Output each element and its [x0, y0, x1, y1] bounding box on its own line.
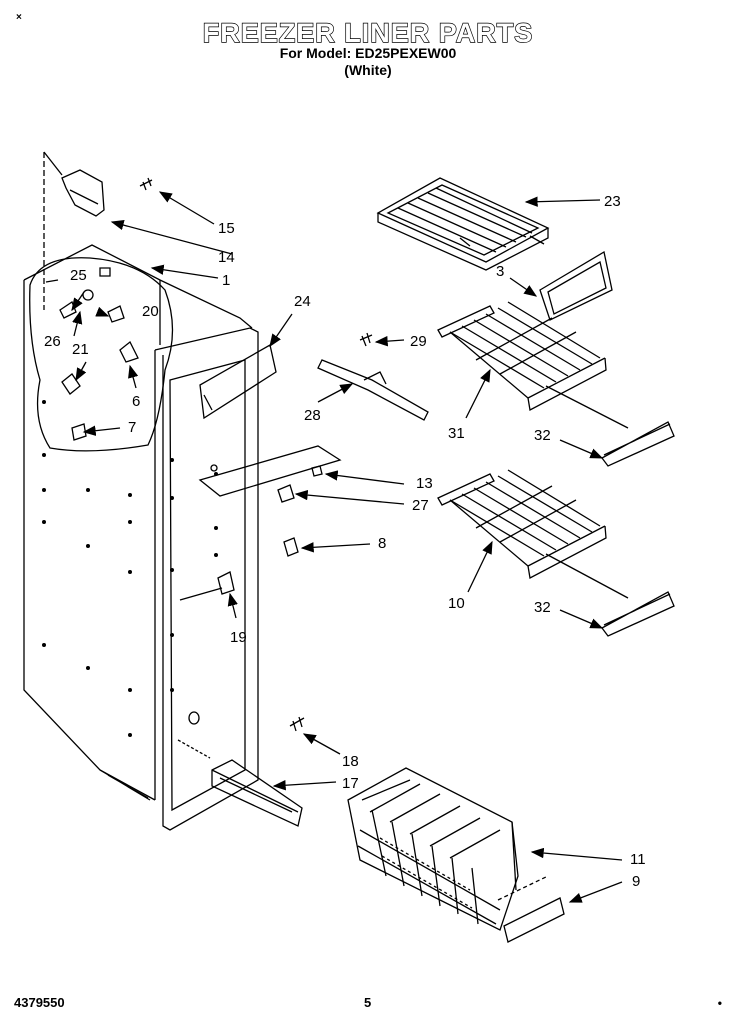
leader-lines — [71, 191, 623, 903]
callout-11: 11 — [630, 851, 646, 868]
shelf-10 — [437, 469, 607, 579]
callout-32b: 32 — [534, 599, 551, 616]
callout-29: 29 — [410, 333, 427, 350]
callout-25: 25 — [70, 267, 87, 284]
callout-8: 8 — [378, 535, 386, 552]
page-number: 5 — [364, 995, 372, 1010]
bracket-14 — [61, 169, 105, 217]
color-line: (White) — [344, 62, 392, 78]
callout-6: 6 — [132, 393, 140, 410]
callout-28: 28 — [304, 407, 321, 424]
cover-3 — [539, 250, 613, 321]
control-area — [29, 257, 174, 452]
shelf-31 — [437, 301, 607, 411]
rail-32b — [601, 591, 675, 637]
basket-11 — [347, 767, 519, 931]
callout-21: 21 — [72, 341, 89, 358]
callout-31: 31 — [448, 425, 465, 442]
clip-19 — [217, 571, 235, 595]
screw-29 — [359, 332, 373, 347]
callout-14: 14 — [218, 249, 235, 266]
bracket-28 — [317, 359, 429, 421]
front-9 — [503, 897, 565, 943]
screw-18 — [289, 716, 305, 732]
callout-15: 15 — [218, 220, 235, 237]
callout-20: 20 — [142, 303, 159, 320]
callout-7: 7 — [128, 419, 136, 436]
doc-number: 4379550 — [14, 995, 65, 1010]
callout-9: 9 — [632, 873, 640, 890]
cover-17 — [211, 759, 303, 827]
corner-mark: × — [16, 12, 22, 23]
tray-23 — [376, 177, 550, 271]
callout-24: 24 — [294, 293, 311, 310]
callout-32a: 32 — [534, 427, 551, 444]
page-title: FREEZER LINER PARTS — [202, 17, 534, 48]
callout-13: 13 — [416, 475, 433, 492]
callout-23: 23 — [604, 193, 621, 210]
callout-27: 27 — [412, 497, 429, 514]
clip-8 — [283, 537, 299, 557]
clip-27 — [277, 484, 295, 503]
callout-18: 18 — [342, 753, 359, 770]
screw-15 — [139, 177, 153, 191]
callout-3: 3 — [496, 263, 504, 280]
callout-1: 1 — [222, 272, 230, 289]
callout-26: 26 — [44, 333, 61, 350]
model-line: For Model: ED25PEXEW00 — [279, 45, 457, 61]
footer-mark: • — [717, 996, 722, 1010]
plate-24 — [199, 343, 277, 420]
rail-32a — [601, 421, 675, 467]
callout-17: 17 — [342, 775, 359, 792]
callout-10: 10 — [448, 595, 465, 612]
callout-19: 19 — [230, 629, 247, 646]
